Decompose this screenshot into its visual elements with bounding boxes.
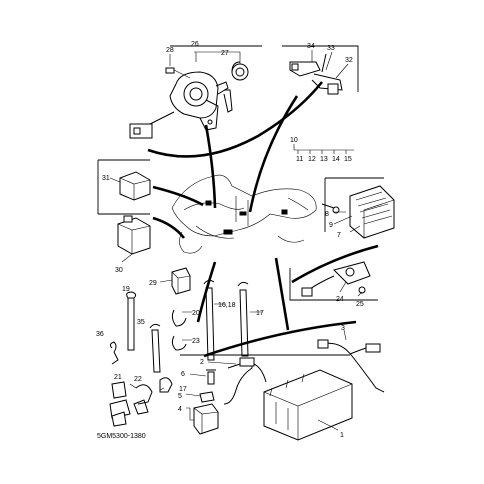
relay-unit bbox=[109, 171, 151, 201]
main-switch-assembly bbox=[129, 51, 249, 139]
callout-25: 25 bbox=[356, 301, 364, 308]
callout-20: 20 bbox=[192, 310, 200, 317]
callout-10: 10 bbox=[290, 137, 298, 144]
callout-1: 1 bbox=[340, 432, 344, 439]
callout-27: 27 bbox=[221, 50, 229, 57]
callout-29: 29 bbox=[149, 280, 157, 287]
callout-11: 11 bbox=[296, 156, 303, 163]
rectifier-regulator bbox=[321, 185, 395, 239]
callout-19: 19 bbox=[122, 286, 130, 293]
callout-21: 21 bbox=[114, 374, 122, 381]
callout-8: 8 bbox=[325, 211, 329, 218]
callout-13: 13 bbox=[320, 156, 328, 163]
callout-4: 4 bbox=[178, 406, 182, 413]
callout-5: 5 bbox=[178, 393, 182, 400]
callout-labels: 1 2 3 4 5 6 7 8 9 10 11 12 13 14 15 16,1… bbox=[96, 41, 364, 439]
sidestand-switch bbox=[301, 261, 371, 297]
callout-35: 35 bbox=[137, 319, 145, 326]
battery bbox=[263, 369, 353, 441]
callout-30: 30 bbox=[115, 267, 123, 274]
motorcycle-frame-outline bbox=[171, 174, 317, 254]
callout-3: 3 bbox=[341, 325, 345, 332]
battery-lead-3 bbox=[317, 329, 385, 393]
callout-16-18: 16,18 bbox=[218, 302, 236, 309]
callout-33: 33 bbox=[327, 45, 335, 52]
drawing-code: 5GM5300-1380 bbox=[97, 433, 146, 440]
fuse-and-relay-assembly bbox=[109, 369, 219, 435]
callout-17-left: 17 bbox=[179, 386, 187, 393]
callout-23: 23 bbox=[192, 338, 200, 345]
callout-9: 9 bbox=[329, 222, 333, 229]
callout-26: 26 bbox=[191, 41, 199, 48]
callout-34: 34 bbox=[307, 43, 315, 50]
section-dividers bbox=[147, 81, 379, 358]
wire-lead-2 bbox=[207, 357, 267, 405]
callout-2: 2 bbox=[200, 359, 204, 366]
callout-14: 14 bbox=[332, 156, 340, 163]
callout-24: 24 bbox=[336, 296, 344, 303]
harness-clips-and-bands bbox=[109, 267, 262, 373]
control-unit bbox=[117, 215, 151, 263]
callout-31: 31 bbox=[102, 175, 110, 182]
callout-15: 15 bbox=[344, 156, 352, 163]
callout-28: 28 bbox=[166, 47, 174, 54]
sensor-bracket-assembly bbox=[289, 50, 349, 95]
callout-6: 6 bbox=[181, 371, 185, 378]
callout-32: 32 bbox=[345, 57, 353, 64]
callout-36: 36 bbox=[96, 331, 104, 338]
callout-12: 12 bbox=[308, 156, 316, 163]
callout-7: 7 bbox=[337, 232, 341, 239]
callout-17-right: 17 bbox=[256, 310, 264, 317]
callout-22: 22 bbox=[134, 376, 142, 383]
